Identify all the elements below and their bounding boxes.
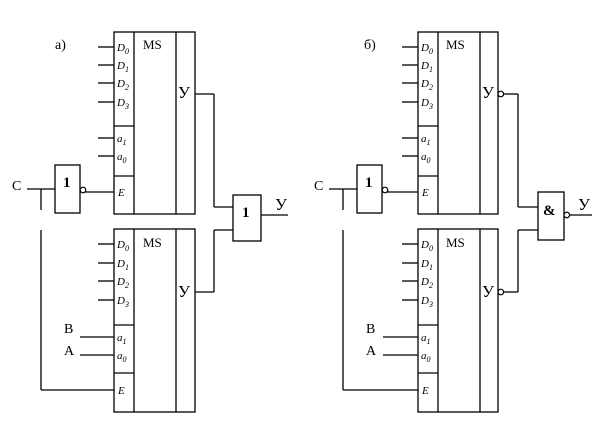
output-gate xyxy=(232,194,262,242)
pin-d2-label: D2 xyxy=(116,78,129,92)
mux-outline xyxy=(417,31,499,215)
pin-d0-label: D0 xyxy=(116,239,129,253)
pin-a0-label: a0 xyxy=(117,151,127,165)
inverter-gate xyxy=(54,164,81,214)
output-gate-symbol: & xyxy=(543,203,556,219)
pin-a0-label: a0 xyxy=(117,350,127,364)
mux-outline xyxy=(113,31,196,215)
mux-output-bubble xyxy=(497,288,505,296)
inverter-bubble xyxy=(381,186,389,194)
pin-d2-label: D2 xyxy=(420,78,433,92)
panel-a-mux-top: MS D0 D1 D2 D3 a1 a0 E У xyxy=(83,31,214,215)
pin-a1-label: a1 xyxy=(117,332,127,346)
pin-d2-label: D2 xyxy=(116,276,129,290)
pin-e-label: E xyxy=(421,385,429,397)
input-c-label: C xyxy=(314,179,323,194)
output-gate-symbol: 1 xyxy=(242,205,250,221)
input-b-label: B xyxy=(366,322,375,337)
pin-e-label: E xyxy=(117,187,125,199)
pin-d2-label: D2 xyxy=(420,276,433,290)
panel-a-label: а) xyxy=(55,38,66,53)
pin-a0-label: a0 xyxy=(421,151,431,165)
inverter-gate xyxy=(356,164,383,214)
pin-a1-label: a1 xyxy=(421,133,431,147)
pin-d0-label: D0 xyxy=(420,42,433,56)
panel-b-mux-top: MS D0 D1 D2 D3 a1 a0 E У xyxy=(387,31,518,215)
pin-e-label: E xyxy=(117,385,125,397)
pin-d0-label: D0 xyxy=(116,42,129,56)
inverter-symbol: 1 xyxy=(63,175,71,191)
mux-output-bubble xyxy=(497,90,505,98)
final-output-label: У xyxy=(275,195,288,214)
panel-b-mux-bottom: MS D0 D1 D2 D3 a1 a0 E У xyxy=(343,228,518,413)
input-b-label: B xyxy=(64,322,73,337)
mux-outline xyxy=(417,228,499,413)
pin-d3-label: D3 xyxy=(116,97,129,111)
mux-output-label: У xyxy=(178,83,191,102)
panel-b-label: б) xyxy=(364,38,376,53)
inverter-symbol: 1 xyxy=(365,175,373,191)
pin-d3-label: D3 xyxy=(420,97,433,111)
pin-d1-label: D1 xyxy=(116,258,129,272)
pin-a1-label: a1 xyxy=(117,133,127,147)
panel-b: б) MS D0 D1 D2 D3 a1 a0 E У xyxy=(314,31,592,413)
output-gate-bubble xyxy=(563,211,571,219)
pin-d3-label: D3 xyxy=(420,295,433,309)
input-a-label: A xyxy=(64,344,75,359)
pin-e-label: E xyxy=(421,187,429,199)
pin-a0-label: a0 xyxy=(421,350,431,364)
pin-d3-label: D3 xyxy=(116,295,129,309)
mux-title: MS xyxy=(446,37,465,52)
final-output-label: У xyxy=(578,195,591,214)
mux-title: MS xyxy=(143,235,162,250)
pin-a1-label: a1 xyxy=(421,332,431,346)
mux-title: MS xyxy=(446,235,465,250)
mux-output-label: У xyxy=(178,282,191,301)
mux-output-label: У xyxy=(482,282,495,301)
pin-d1-label: D1 xyxy=(420,258,433,272)
pin-d1-label: D1 xyxy=(116,60,129,74)
panel-a: а) MS D0 D1 D2 D3 a1 a0 E У xyxy=(12,31,288,413)
input-c-label: C xyxy=(12,179,21,194)
pin-d1-label: D1 xyxy=(420,60,433,74)
mux-outline xyxy=(113,228,196,413)
mux-output-label: У xyxy=(482,83,495,102)
pin-d0-label: D0 xyxy=(420,239,433,253)
input-a-label: A xyxy=(366,344,377,359)
inverter-bubble xyxy=(79,186,87,194)
mux-title: MS xyxy=(143,37,162,52)
panel-a-mux-bottom: MS D0 D1 D2 D3 a1 a0 E У xyxy=(41,228,214,413)
